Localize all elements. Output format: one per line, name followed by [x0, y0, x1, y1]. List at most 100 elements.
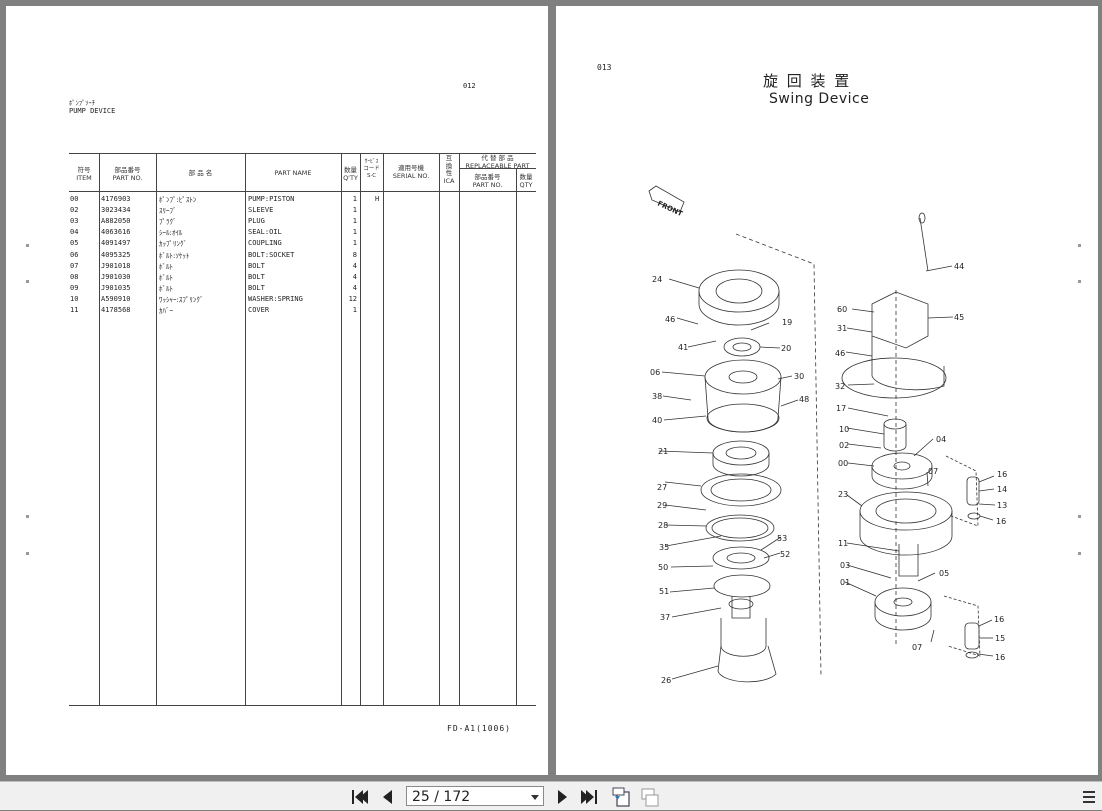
callout-label: 30: [794, 372, 804, 381]
page-title: PUMP DEVICE: [69, 107, 116, 115]
continuous-page-button[interactable]: [640, 787, 660, 807]
cell-item: 03: [70, 217, 79, 226]
first-page-icon: [352, 790, 368, 804]
callout-label: 41: [678, 343, 688, 352]
callout-label: 29: [657, 501, 667, 510]
cell-name-en: COUPLING: [248, 239, 282, 248]
cell-name-jp: ｶｯﾌﾟﾘﾝｸﾞ: [159, 240, 187, 249]
callout-label: 20: [781, 344, 791, 353]
page-select[interactable]: 25 / 172: [406, 786, 544, 806]
callout-label: 13: [997, 501, 1007, 510]
cell-name-en: PLUG: [248, 217, 265, 226]
prev-page-icon: [383, 790, 392, 804]
callout-label: 26: [661, 676, 671, 685]
cell-qty: 1: [352, 217, 357, 226]
callout-label: 44: [954, 262, 964, 271]
cell-name-jp: ﾎﾞﾙﾄ: [159, 273, 173, 282]
cell-name-en: SEAL:OIL: [248, 228, 282, 237]
last-page-button[interactable]: [580, 787, 600, 807]
cell-name-en: BOLT: [248, 283, 265, 292]
page-navigation-toolbar: 25 / 172: [0, 781, 1102, 810]
cell-qty: 1: [352, 228, 357, 237]
callout-label: 17: [836, 404, 846, 413]
title-jp: 旋 回 装 置: [763, 72, 852, 90]
callout-label: 04: [936, 435, 946, 444]
chevron-down-icon: [531, 795, 539, 800]
callout-label: 21: [658, 447, 668, 456]
cell-qty: 8: [352, 250, 357, 259]
callout-label: 35: [659, 543, 669, 552]
cell-name-jp: ﾎﾟﾝﾌﾟ:ﾋﾟｽﾄﾝ: [159, 196, 197, 204]
cell-name-en: BOLT:SOCKET: [248, 250, 295, 259]
cell-part-no: 4095325: [101, 250, 131, 259]
cell-item: 02: [70, 206, 79, 215]
callout-label: 16: [997, 470, 1007, 479]
callout-label: 50: [658, 563, 668, 572]
menu-button[interactable]: [1079, 787, 1099, 807]
cell-name-jp: ﾎﾞﾙﾄ:ｿｹｯﾄ: [159, 251, 190, 260]
cell-qty: 1: [352, 306, 357, 314]
cell-qty: 4: [352, 283, 357, 292]
callout-label: 45: [954, 313, 964, 322]
cell-name-en: WASHER:SPRING: [248, 294, 303, 303]
next-page-button[interactable]: [552, 787, 572, 807]
fit-page-button[interactable]: [611, 787, 631, 807]
cell-part-no: J901030: [101, 272, 131, 281]
prev-page-button[interactable]: [378, 787, 398, 807]
callout-label: 05: [939, 569, 949, 578]
callout-label: 51: [659, 587, 669, 596]
callout-label: 02: [839, 441, 849, 450]
cell-part-no: A590910: [101, 294, 131, 303]
callout-label: 32: [835, 382, 845, 391]
cell-qty: 1: [352, 239, 357, 248]
cell-name-jp: ﾎﾞﾙﾄ: [159, 262, 173, 271]
cell-part-no: 4063616: [101, 228, 131, 237]
header-part-name: PART NAME: [274, 169, 312, 177]
first-page-button[interactable]: [349, 787, 369, 807]
cell-part-no: J901035: [101, 283, 131, 292]
callout-label: 15: [995, 634, 1005, 643]
cell-name-en: PUMP:PISTON: [248, 195, 295, 203]
side-mark: [1078, 244, 1081, 247]
cell-name-en: SLEEVE: [248, 206, 274, 215]
cell-qty: 4: [352, 261, 357, 270]
table-row: 06 4095325 ﾎﾞﾙﾄ:ｿｹｯﾄ BOLT:SOCKET 8: [6, 251, 536, 262]
side-mark: [1078, 515, 1081, 518]
callout-label: 07: [912, 643, 922, 652]
cell-qty: 1: [352, 195, 357, 203]
page-code: 012: [463, 82, 476, 90]
callout-label: 28: [658, 521, 668, 530]
cell-part-no: 3023434: [101, 206, 131, 215]
side-mark: [26, 515, 29, 518]
callout-label: 07: [928, 467, 938, 476]
callout-label: 53: [777, 534, 787, 543]
footer-code: FD-A1(1006): [447, 724, 511, 733]
title-jp: ﾎﾟﾝﾌﾟｿｰﾁ: [69, 99, 95, 107]
last-page-icon: [581, 790, 597, 804]
callout-label: 48: [799, 395, 809, 404]
callout-label: 23: [838, 490, 848, 499]
cell-name-en: BOLT: [248, 261, 265, 270]
cell-item: 06: [70, 250, 79, 259]
callout-label: 31: [837, 324, 847, 333]
cell-qty: 4: [352, 272, 357, 281]
cell-item: 07: [70, 261, 79, 270]
callout-label: 16: [994, 615, 1004, 624]
menu-icon: [1083, 791, 1095, 803]
page-indicator: 25 / 172: [412, 789, 471, 805]
cell-name-jp: ｽﾘｰﾌﾞ: [159, 207, 177, 216]
callout-label: 03: [840, 561, 850, 570]
